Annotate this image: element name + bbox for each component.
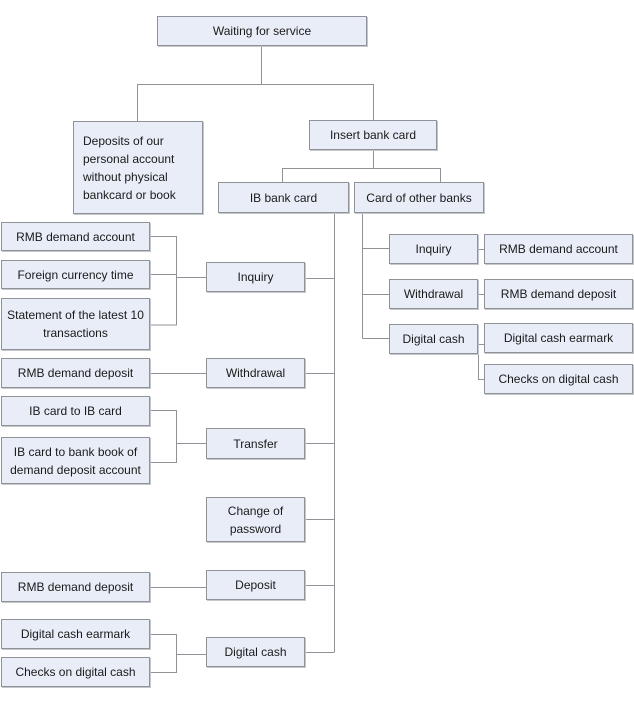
node-inquiry-foreign-currency-time: Foreign currency time — [1, 260, 150, 289]
node-ib-withdrawal: Withdrawal — [206, 358, 305, 388]
node-waiting-for-service: Waiting for service — [157, 16, 367, 46]
node-digital-cash-earmark: Digital cash earmark — [1, 619, 150, 649]
node-ib-change-of-password: Change of password — [206, 497, 305, 542]
node-insert-bank-card: Insert bank card — [309, 120, 437, 150]
node-other-withdrawal-rmb-demand-deposit: RMB demand deposit — [484, 279, 633, 309]
node-other-inquiry: Inquiry — [389, 234, 478, 264]
node-other-checks-on-digital-cash: Checks on digital cash — [484, 364, 633, 394]
node-other-inquiry-rmb-demand-account: RMB demand account — [484, 234, 633, 264]
node-checks-on-digital-cash: Checks on digital cash — [1, 657, 150, 687]
node-ib-transfer: Transfer — [206, 428, 305, 459]
node-ib-inquiry: Inquiry — [206, 262, 305, 292]
node-ib-digital-cash: Digital cash — [206, 637, 305, 667]
node-inquiry-rmb-demand-account: RMB demand account — [1, 222, 150, 251]
node-transfer-ib-to-ib: IB card to IB card — [1, 396, 150, 426]
node-deposits-without-card: Deposits of our personal account without… — [73, 121, 203, 214]
node-other-digital-cash: Digital cash — [389, 324, 478, 354]
node-card-of-other-banks: Card of other banks — [354, 182, 484, 213]
node-other-digital-cash-earmark: Digital cash earmark — [484, 323, 633, 353]
node-ib-bank-card: IB bank card — [218, 182, 349, 213]
node-ib-deposit: Deposit — [206, 570, 305, 600]
node-transfer-ib-to-bank-book: IB card to bank book of demand deposit a… — [1, 437, 150, 484]
node-withdrawal-rmb-demand-deposit: RMB demand deposit — [1, 358, 150, 388]
node-deposit-rmb-demand-deposit: RMB demand deposit — [1, 572, 150, 602]
node-other-withdrawal: Withdrawal — [389, 279, 478, 309]
node-inquiry-statement-latest-10: Statement of the latest 10 transactions — [1, 298, 150, 350]
